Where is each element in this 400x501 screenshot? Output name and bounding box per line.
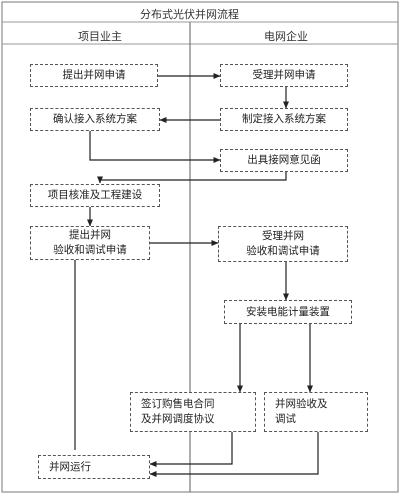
node-label: 安装电能计量装置	[246, 305, 330, 318]
node-submit-acceptance-test: 提出并网 验收和调试申请	[30, 226, 150, 260]
node-label: 并网运行	[49, 460, 91, 473]
node-label: 项目核准及工程建设	[47, 189, 143, 201]
node-label: 签订购售电合同 及并网调度协议	[141, 398, 215, 425]
diagram-title: 分布式光伏并网流程	[140, 8, 239, 21]
node-issue-opinion-letter: 出具接网意见函	[220, 149, 348, 172]
edge-n11-n12	[149, 432, 319, 477]
node-label: 受理并网 验收和调试申请	[246, 230, 320, 257]
node-label: 并网验收及 调试	[275, 398, 328, 425]
node-confirm-access-plan: 确认接入系统方案	[30, 108, 160, 131]
lane-header-grid: 电网企业	[264, 30, 308, 43]
node-label: 提出并网申请	[62, 69, 126, 81]
connectors	[74, 73, 319, 477]
node-sign-contract-agreement: 签订购售电合同 及并网调度协议	[130, 392, 256, 432]
node-label: 制定接入系统方案	[242, 113, 326, 125]
node-grid-acceptance-test: 并网验收及 调试	[264, 392, 368, 432]
node-install-metering: 安装电能计量装置	[224, 300, 352, 324]
edge-n4-n5	[89, 131, 221, 163]
node-label: 受理并网申请	[252, 69, 316, 81]
node-project-approval-construction: 项目核准及工程建设	[30, 184, 160, 207]
node-submit-application: 提出并网申请	[30, 64, 158, 87]
node-label: 提出并网 验收和调试申请	[53, 229, 127, 256]
lane-header-owner: 项目业主	[78, 30, 122, 43]
diagram-frame	[1, 1, 399, 493]
node-accept-application: 受理并网申请	[220, 64, 348, 87]
edge-n10-n12	[149, 432, 233, 467]
edge-n5-n6	[97, 172, 287, 184]
node-accept-acceptance-test: 受理并网 验收和调试申请	[218, 226, 348, 262]
node-draft-access-plan: 制定接入系统方案	[220, 108, 348, 131]
node-label: 出具接网意见函	[247, 154, 321, 166]
node-label: 确认接入系统方案	[53, 113, 137, 125]
node-grid-operation: 并网运行	[38, 455, 150, 479]
